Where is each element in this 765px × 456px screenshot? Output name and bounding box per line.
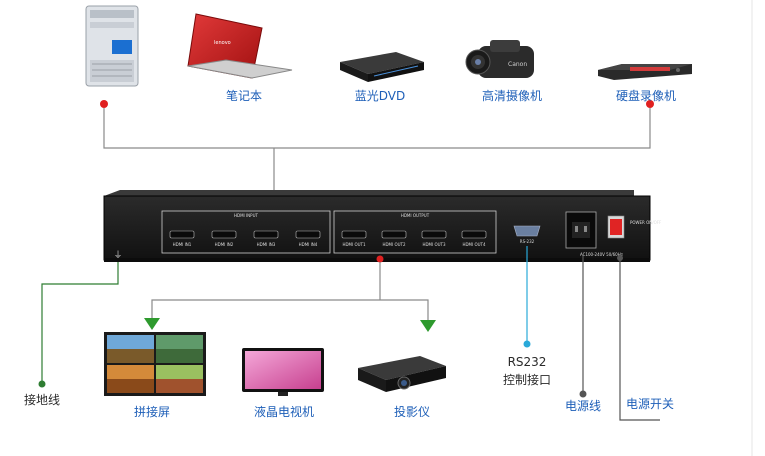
power-switch-label: 电源开关 (626, 397, 674, 411)
ground-label: 接地线 (24, 392, 60, 407)
hdmi-out1-label: HDMI OUT1 (342, 242, 366, 247)
projector-arrow-icon (420, 320, 436, 332)
rs232-port-label: RS-232 (520, 239, 535, 244)
hdmi-in4-label: HDMI IN4 (299, 242, 318, 247)
rs232-label-line2: 控制接口 (503, 372, 551, 387)
lcd-tv-label: 液晶电视机 (254, 404, 314, 419)
power-switch-line (617, 255, 660, 421)
projector-icon (358, 356, 446, 392)
dvr-label: 硬盘录像机 (616, 88, 676, 103)
videowall-label: 拼接屏 (134, 404, 170, 419)
videowall-icon (104, 332, 206, 396)
output-connector-dot (376, 255, 384, 263)
lcd-tv-icon (242, 348, 324, 396)
power-socket-icon (565, 211, 597, 249)
camcorder-icon: Canon (465, 40, 534, 78)
hdmi-output-title: HDMI OUTPUT (401, 213, 430, 218)
hdmi-out4-label: HDMI OUT4 (462, 242, 486, 247)
camcorder-label: 高清摄像机 (482, 88, 542, 103)
hdmi-input-title: HDMI INPUT (234, 213, 259, 218)
hdmi-input-panel (161, 210, 331, 254)
ground-wire: ⏚ (38, 250, 123, 388)
rs232-port-icon (513, 225, 541, 237)
hdmi-in1-label: HDMI IN1 (173, 242, 192, 247)
power-cable-line (579, 256, 587, 398)
rs232-label-line1: RS232 (508, 355, 547, 369)
bluray-label: 蓝光DVD (355, 89, 405, 103)
input-bus-lines (103, 108, 651, 204)
dvr-icon (598, 64, 692, 80)
hdmi-in2-label: HDMI IN2 (215, 242, 234, 247)
power-cable-label: 电源线 (565, 399, 601, 413)
pc-connector-dot (100, 100, 108, 108)
svg-text:lenovo: lenovo (214, 40, 231, 46)
laptop-label: 笔记本 (226, 88, 262, 103)
laptop-icon: lenovo (187, 13, 293, 79)
power-switch-icon (607, 215, 625, 239)
hdmi-out3-label: HDMI OUT3 (422, 242, 446, 247)
svg-text:⏚: ⏚ (113, 250, 122, 261)
videowall-arrow-icon (144, 318, 160, 330)
hdmi-out2-label: HDMI OUT2 (382, 242, 406, 247)
output-bus-lines (151, 262, 429, 320)
power-switch-text: POWER ON/OFF (630, 220, 662, 225)
rs232-control-line (523, 246, 531, 348)
bluray-player-icon (340, 52, 424, 82)
pc-tower-icon (85, 5, 139, 87)
dvr-connector-dot (646, 100, 654, 108)
hdmi-output-panel (333, 210, 497, 254)
hdmi-input-ports (169, 230, 321, 239)
svg-text:Canon: Canon (508, 61, 527, 68)
hdmi-in3-label: HDMI IN3 (257, 242, 276, 247)
projector-label: 投影仪 (394, 404, 430, 419)
hdmi-output-ports (341, 230, 487, 239)
power-rating-text: AC100-240V 50/60Hz (580, 252, 623, 257)
